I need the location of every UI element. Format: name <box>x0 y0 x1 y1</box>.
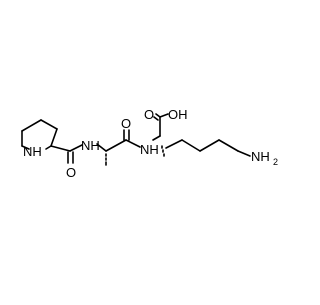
nh-to-lys-alpha-bond <box>152 135 161 141</box>
left-carbonyl-double-bond <box>67 151 74 164</box>
lysine-side-chain <box>165 139 251 157</box>
amine-subscript-label: 2 <box>273 157 278 167</box>
left-amide-nh-label: NH <box>81 138 100 153</box>
ala-alpha-to-carbonyl-bond <box>105 139 127 152</box>
amine-n-label: NH <box>251 149 270 164</box>
ring-bond <box>21 119 42 132</box>
right-carbonyl-double-bond <box>123 129 130 141</box>
ring-bond <box>45 145 52 150</box>
carboxyl-oh-label: OH <box>168 107 188 122</box>
nh-to-ala-alpha-bond <box>96 143 107 152</box>
carboxyl-oh-bond <box>159 113 169 118</box>
ring-bond <box>40 119 58 130</box>
pyrrolidine-ring <box>21 119 58 150</box>
terminal-amine-label: NH 2 <box>251 149 278 167</box>
ring-nh-label: NH <box>23 144 42 159</box>
carbonyl-to-nh-bond <box>69 144 83 152</box>
right-amide-oxygen-label: O <box>121 116 131 131</box>
carboxyl-double-bond <box>153 113 161 121</box>
structure-canvas: NH O NH O NH O OH NH 2 <box>21 107 278 180</box>
left-amide-oxygen-label: O <box>66 165 76 180</box>
ring-bond <box>50 128 58 147</box>
pro-alpha-to-carbonyl-bond <box>50 145 71 152</box>
ring-bond <box>21 145 30 150</box>
right-amide-nh-label: NH <box>140 142 159 157</box>
molecule-drawing: NH O NH O NH O OH NH 2 <box>21 107 278 180</box>
carbonyl-to-nh-right-bond <box>125 139 141 148</box>
lys-alpha-stereo-hash <box>161 145 165 157</box>
carboxyl-oxygen-label: O <box>144 107 154 122</box>
